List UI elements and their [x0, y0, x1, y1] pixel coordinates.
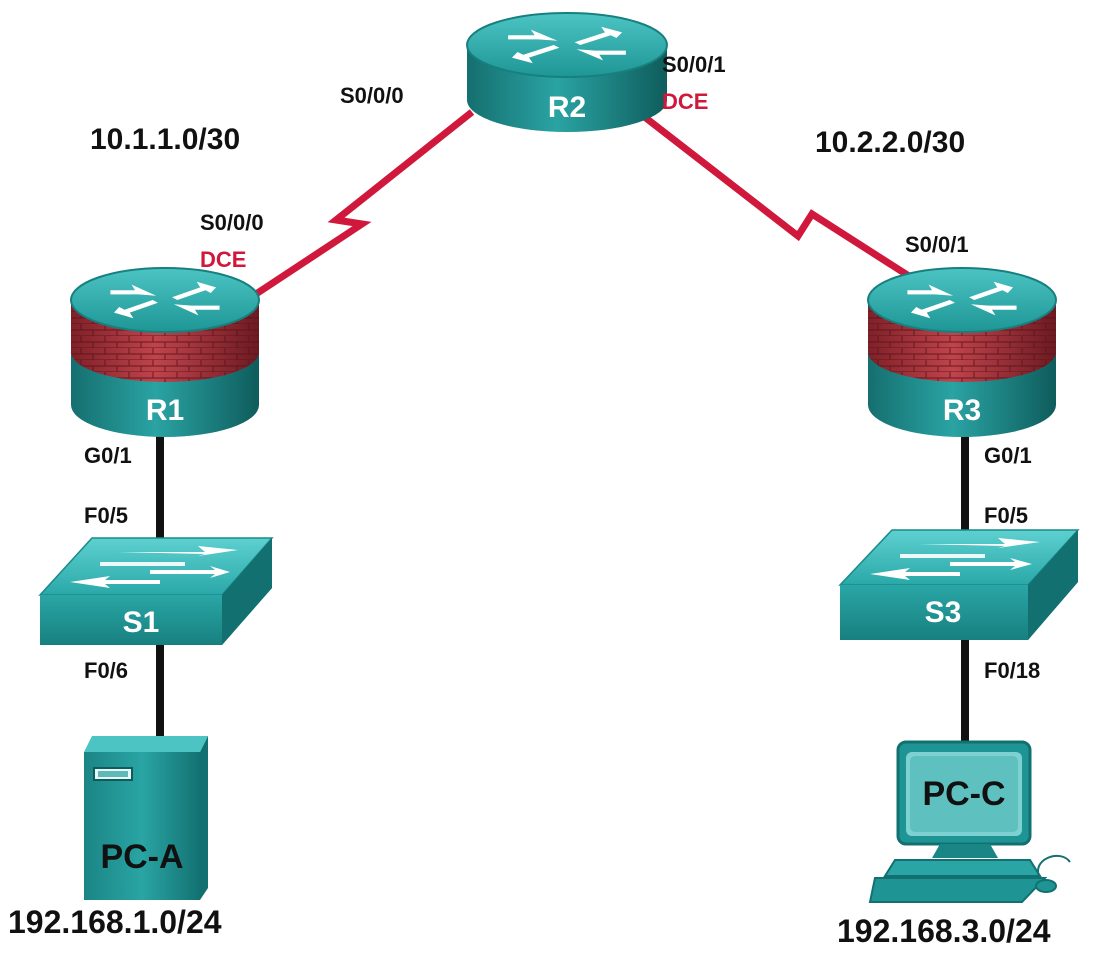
interface-label-r3-s001: S0/0/1 [905, 232, 969, 257]
switch-s1[interactable]: S1 [38, 537, 274, 645]
interface-label-s1-f06: F0/6 [84, 658, 128, 683]
router-r1[interactable]: R1 [70, 267, 260, 437]
dce-label-r2: DCE [662, 89, 708, 114]
switch-icon [38, 537, 274, 645]
firewall-router-icon [867, 267, 1057, 437]
interface-label-r3-g01: G0/1 [984, 443, 1032, 468]
switch-icon [838, 529, 1080, 640]
device-label-pcc: PC-C [922, 775, 1005, 813]
pc-c[interactable]: PC-C [868, 740, 1071, 903]
device-label-s1: S1 [123, 606, 160, 639]
router-r3[interactable]: R3 [867, 267, 1057, 437]
desktop-pc-icon [868, 740, 1071, 903]
dce-label-r1: DCE [200, 247, 246, 272]
interface-label-s1-f05: F0/5 [84, 503, 128, 528]
network-label-lan-c: 192.168.3.0/24 [837, 913, 1051, 949]
device-label-r1: R1 [146, 394, 184, 427]
switch-s3[interactable]: S3 [838, 529, 1080, 640]
device-label-pca: PC-A [100, 838, 183, 876]
network-label-r1-r2: 10.1.1.0/30 [90, 123, 240, 156]
server-tower-icon [84, 736, 208, 900]
serial-link-r1-r2 [248, 109, 475, 301]
router-icon [466, 12, 668, 132]
serial-link-r2-r3 [639, 112, 914, 281]
device-label-r3: R3 [943, 394, 981, 427]
interface-label-s3-f018: F0/18 [984, 658, 1040, 683]
interface-label-r2-s000: S0/0/0 [340, 83, 404, 108]
network-label-lan-a: 192.168.1.0/24 [8, 904, 222, 940]
interface-label-r1-s000: S0/0/0 [200, 210, 264, 235]
interface-label-r1-g01: G0/1 [84, 443, 132, 468]
router-r2[interactable]: R2 [466, 12, 668, 132]
device-label-s3: S3 [925, 596, 962, 629]
firewall-router-icon [70, 267, 260, 437]
network-label-r2-r3: 10.2.2.0/30 [815, 126, 965, 159]
interface-label-s3-f05: F0/5 [984, 503, 1028, 528]
pc-a[interactable]: PC-A [84, 736, 208, 900]
interface-label-r2-s001: S0/0/1 [662, 52, 726, 77]
device-label-r2: R2 [548, 91, 586, 124]
